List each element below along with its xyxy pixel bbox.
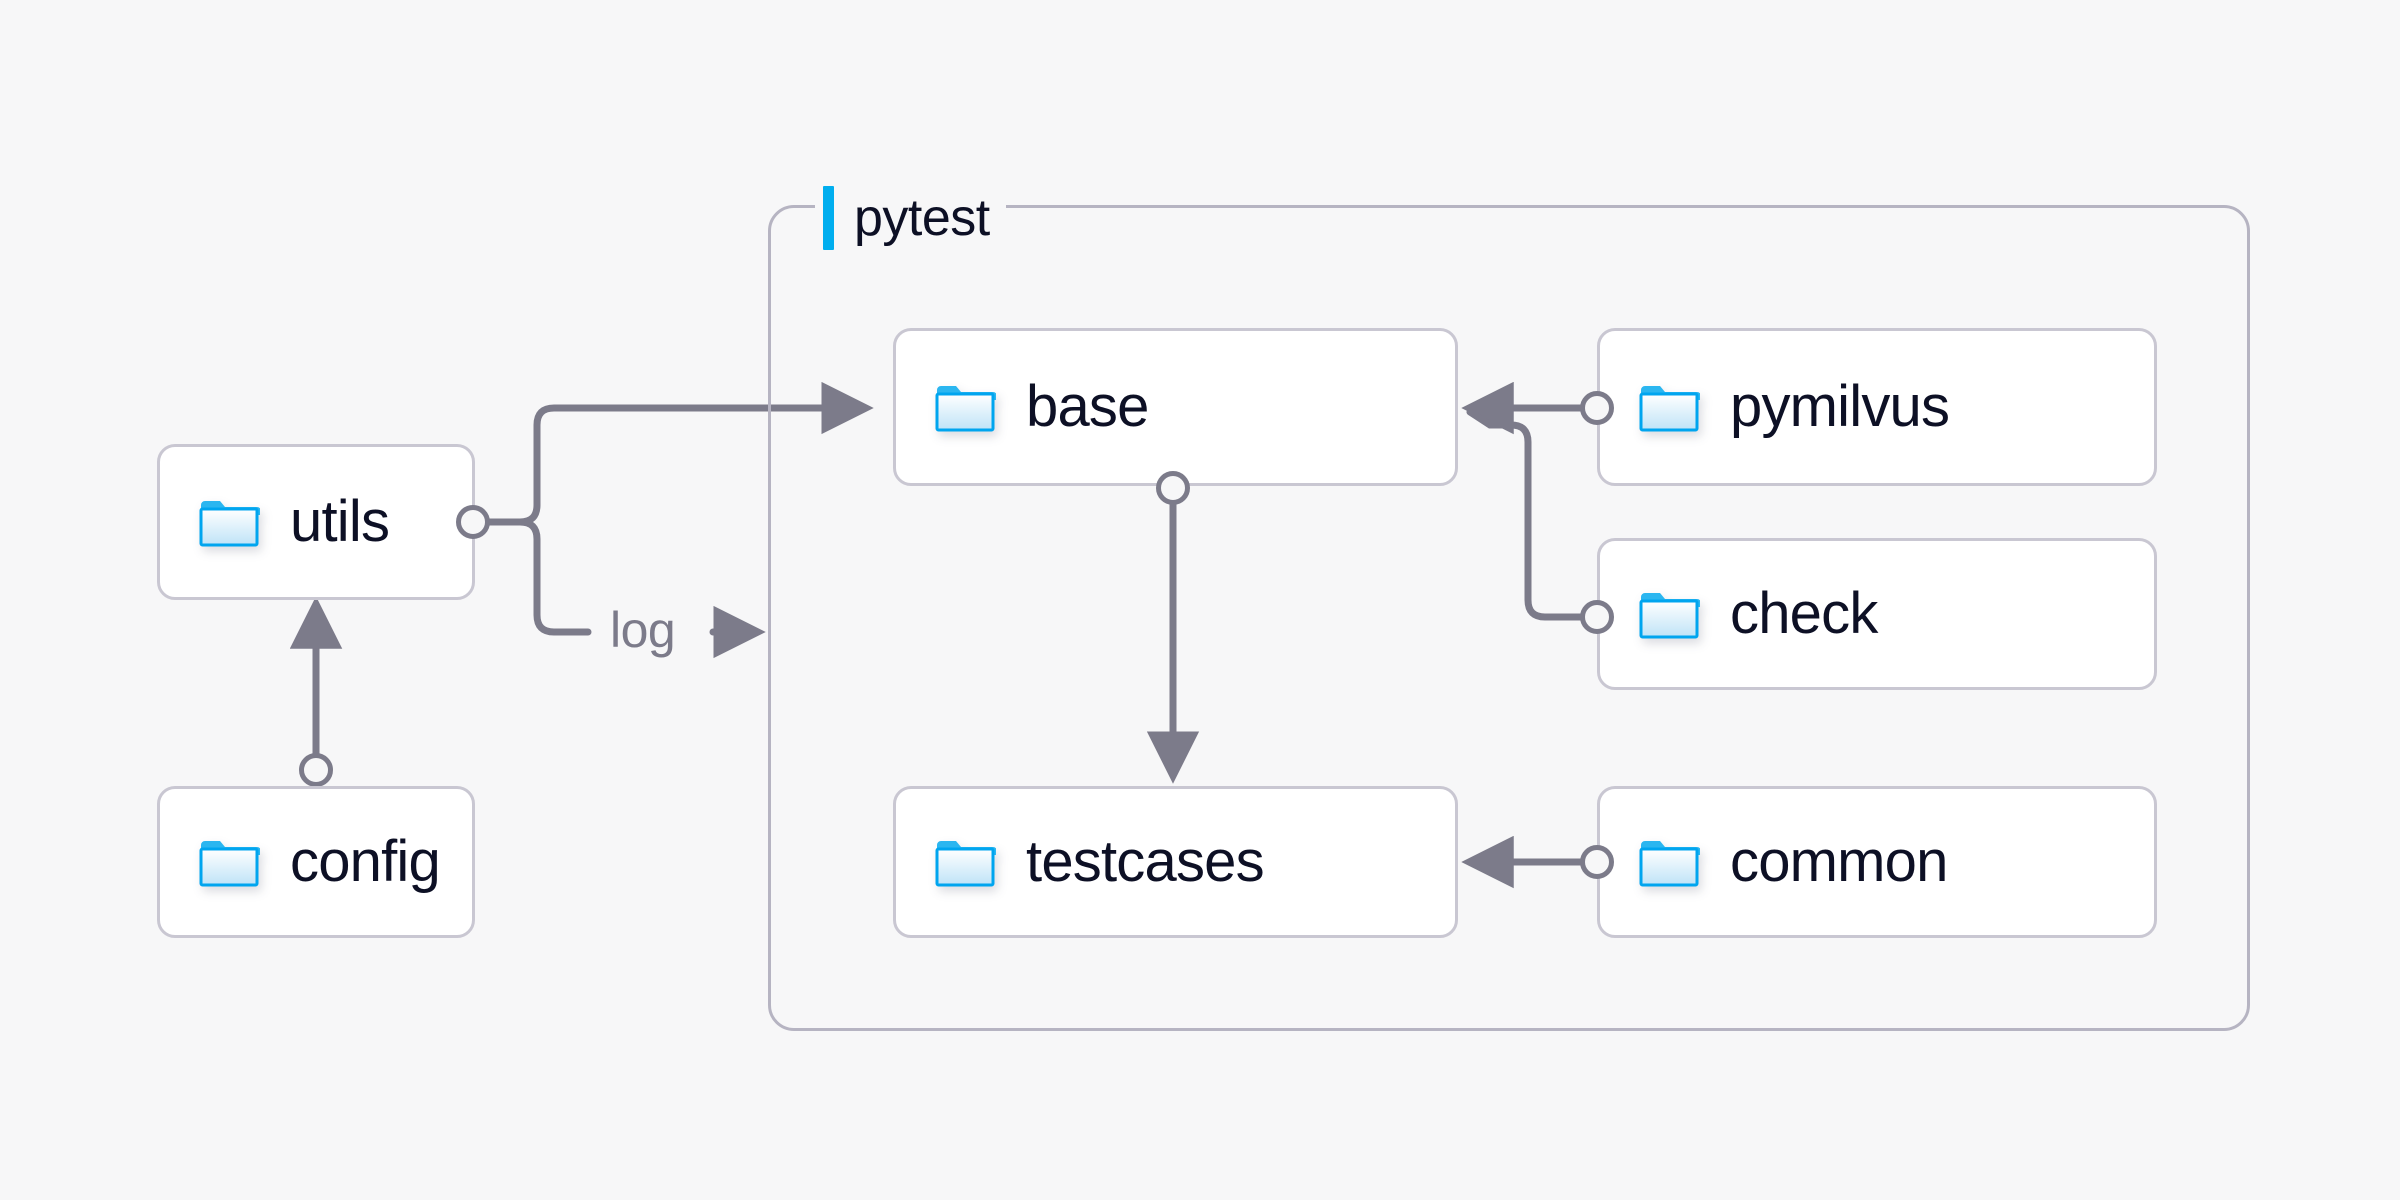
- node-config[interactable]: config: [157, 786, 475, 938]
- node-label: utils: [290, 489, 390, 554]
- node-base[interactable]: base: [893, 328, 1458, 486]
- node-common[interactable]: common: [1597, 786, 2157, 938]
- folder-icon: [199, 841, 260, 887]
- edge-label-log: log: [600, 605, 686, 655]
- accent-bar: [823, 186, 834, 250]
- edge-utils-log: [486, 518, 592, 636]
- port-base-bottom[interactable]: [1156, 471, 1190, 505]
- folder-icon: [1639, 841, 1700, 887]
- folder-icon: [935, 386, 996, 432]
- node-check[interactable]: check: [1597, 538, 2157, 690]
- node-label: config: [290, 829, 441, 894]
- node-label: base: [1026, 374, 1149, 439]
- folder-icon: [1639, 386, 1700, 432]
- node-testcases[interactable]: testcases: [893, 786, 1458, 938]
- node-label: testcases: [1026, 829, 1265, 894]
- port-common-left[interactable]: [1580, 845, 1614, 879]
- folder-icon: [1639, 593, 1700, 639]
- node-pymilvus[interactable]: pymilvus: [1597, 328, 2157, 486]
- port-config-top[interactable]: [299, 753, 333, 787]
- port-utils-right[interactable]: [456, 505, 490, 539]
- node-label: pymilvus: [1730, 374, 1950, 439]
- port-pymilvus-left[interactable]: [1580, 391, 1614, 425]
- node-utils[interactable]: utils: [157, 444, 475, 600]
- folder-icon: [199, 501, 260, 547]
- group-title: pytest: [854, 189, 990, 247]
- group-pytest-label: pytest: [815, 186, 1006, 250]
- folder-icon: [935, 841, 996, 887]
- node-label: check: [1730, 581, 1878, 646]
- node-label: common: [1730, 829, 1948, 894]
- group-pytest: [768, 205, 2250, 1031]
- port-check-left[interactable]: [1580, 600, 1614, 634]
